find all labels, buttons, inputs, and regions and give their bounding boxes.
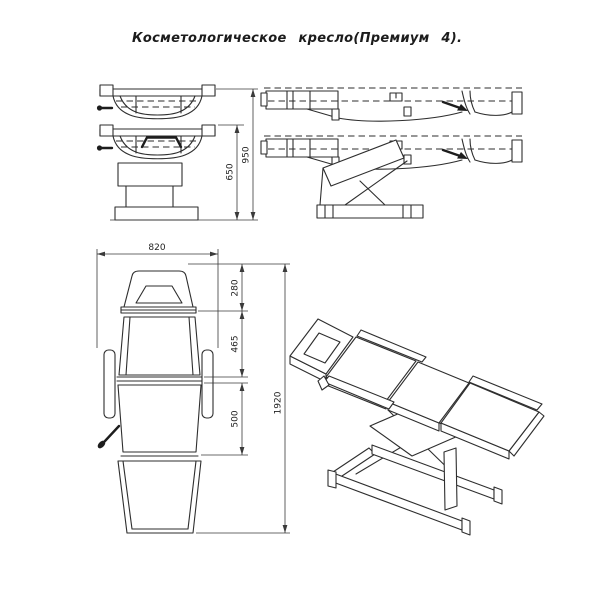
dim-seat-section: 500: [231, 410, 241, 427]
plan-armrest-left: [103, 349, 116, 419]
front-view-base: [114, 206, 199, 221]
dim-overall-length: 1920: [274, 391, 284, 414]
iso-seat: [387, 361, 470, 424]
front-view-column-lower: [125, 185, 174, 208]
plan-armrest-right: [201, 349, 214, 419]
front-view-lever-detail: [140, 136, 183, 149]
iso-legrest-rail: [468, 375, 543, 411]
iso-base: [327, 405, 503, 536]
dim-overall-width: 820: [148, 243, 165, 253]
plan-headrest: [123, 270, 194, 308]
dim-seat-height-min: 650: [226, 163, 236, 180]
front-view: [95, 83, 217, 221]
dim-seat-height-max: 950: [242, 146, 252, 163]
side-view-lift-mechanism: [316, 139, 424, 219]
iso-couch: [289, 318, 545, 460]
front-view-column-upper: [117, 162, 183, 187]
iso-headrest-hole: [303, 332, 341, 364]
isometric-view: [289, 318, 545, 536]
dim-backrest-section: 465: [231, 335, 241, 352]
iso-legrest: [440, 382, 540, 452]
plan-legrest: [117, 460, 202, 534]
front-view-dimensions: 650 950: [110, 88, 258, 221]
plan-control-lever: [103, 424, 121, 443]
drawing-title: Косметологическое кресло(Премиум 4).: [132, 31, 463, 46]
dim-headrest-section: 280: [231, 279, 241, 296]
plan-view: [97, 270, 214, 534]
plan-backrest: [118, 316, 201, 376]
plan-view-dimensions: 820 280 465 500 1920: [96, 243, 290, 534]
side-view: [259, 86, 524, 219]
iso-armrest-far: [356, 329, 427, 363]
plan-seat: [117, 384, 202, 453]
